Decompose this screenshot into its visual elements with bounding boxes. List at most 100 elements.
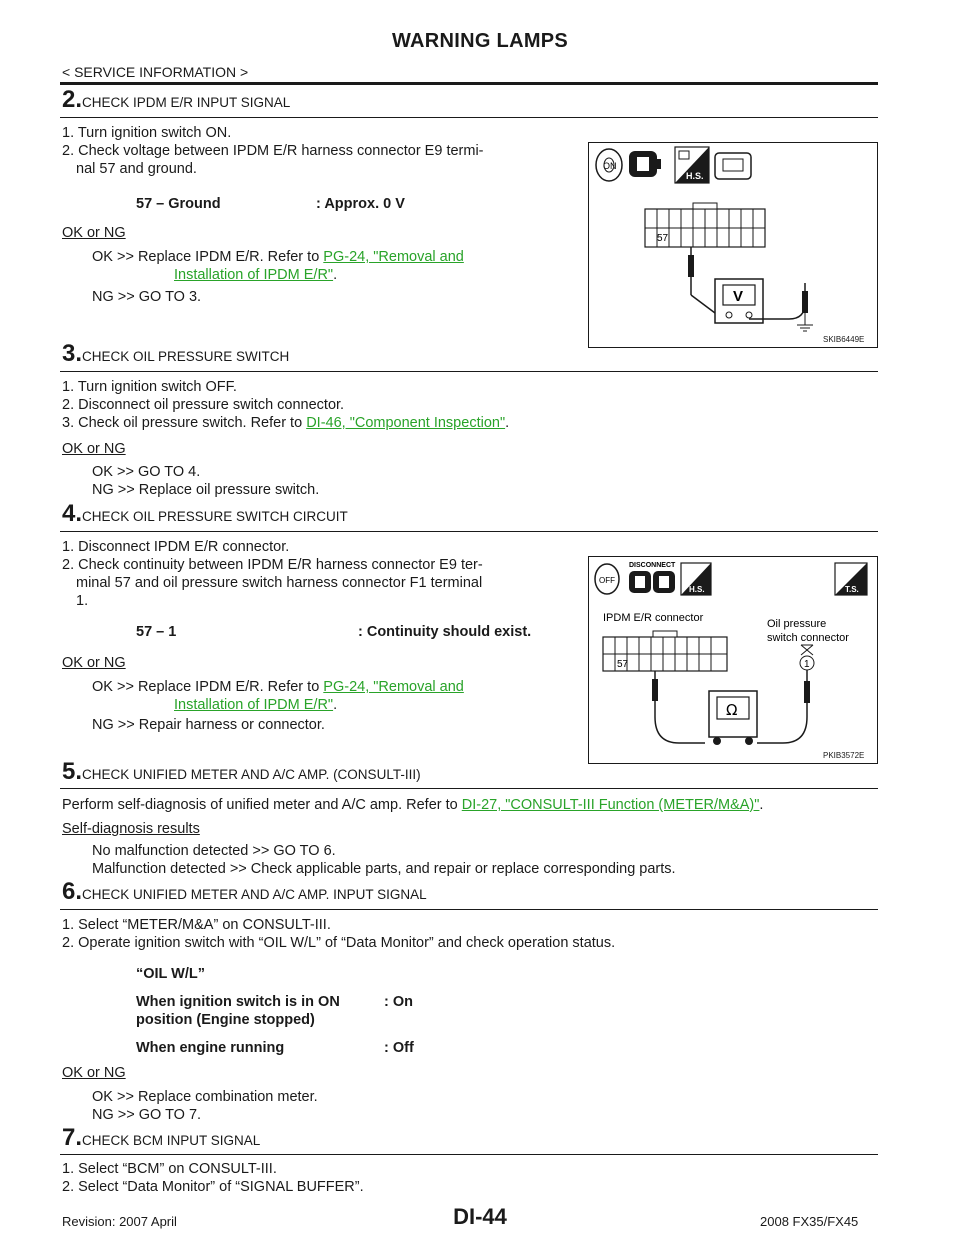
- ng-result: NG >> Replace oil pressure switch.: [92, 482, 320, 498]
- section-subtitle: < SERVICE INFORMATION >: [62, 64, 249, 80]
- step-number: 2.: [62, 86, 83, 113]
- ok-result-cont: Installation of IPDM E/R".: [174, 266, 337, 284]
- ok-result: OK >> GO TO 4.: [92, 464, 201, 480]
- ok-result: OK >> Replace IPDM E/R. Refer to PG-24, …: [92, 248, 578, 266]
- spec-value: : Approx. 0 V: [316, 196, 405, 212]
- ok-ng-heading: OK or NG: [62, 655, 126, 671]
- step-5-heading: 5.CHECK UNIFIED METER AND A/C AMP. (CONS…: [62, 758, 878, 786]
- ok-ng-heading: OK or NG: [62, 441, 126, 457]
- harness-side-icon: H.S.: [674, 146, 710, 184]
- page-title: WARNING LAMPS: [391, 30, 569, 52]
- step-number: 6.: [62, 878, 83, 905]
- svg-text:V: V: [733, 288, 743, 305]
- voltmeter: V: [714, 278, 764, 324]
- step-rule: [60, 117, 878, 118]
- figure-code: PKIB3572E: [823, 751, 865, 760]
- svg-text:Oil pressure: Oil pressure: [767, 618, 826, 630]
- spec-label: 57 – Ground: [136, 196, 221, 212]
- svg-text:DISCONNECT: DISCONNECT: [629, 562, 676, 569]
- ref-link-pg24[interactable]: PG-24, "Removal and: [323, 249, 464, 265]
- condition-label: When engine running: [136, 1040, 285, 1056]
- ok-result-cont: Installation of IPDM E/R".: [174, 696, 337, 714]
- ref-link-pg24-cont[interactable]: Installation of IPDM E/R": [174, 267, 334, 283]
- figure-code: SKIB6449E: [823, 335, 865, 344]
- condition-value: : Off: [384, 1040, 414, 1056]
- period: .: [505, 415, 510, 431]
- ref-link-di46[interactable]: DI-46, "Component Inspection": [306, 415, 506, 431]
- ref-link-di27[interactable]: DI-27, "CONSULT-III Function (METER/M&A)…: [461, 797, 760, 813]
- instruction: minal 57 and oil pressure switch harness…: [76, 575, 483, 591]
- svg-text:IPDM E/R connector: IPDM E/R connector: [603, 612, 704, 624]
- figure-voltage-check: ON H.S.: [588, 142, 878, 348]
- instruction: 2. Operate ignition switch with “OIL W/L…: [62, 935, 616, 951]
- figure-continuity-check: OFF DISCONNECT H.S. T.S. IPDM E/R connec…: [588, 556, 878, 764]
- terminal-side-icon: T.S.: [834, 562, 868, 596]
- svg-text:Ω: Ω: [726, 701, 737, 719]
- step-title: CHECK IPDM E/R INPUT SIGNAL: [82, 95, 291, 110]
- spec-label: 57 – 1: [136, 624, 177, 640]
- condition-label: When ignition switch is in ON: [136, 994, 340, 1010]
- svg-text:T.S.: T.S.: [845, 585, 859, 594]
- svg-text:1: 1: [804, 659, 810, 670]
- ok-result: OK >> Replace IPDM E/R. Refer to PG-24, …: [92, 678, 578, 696]
- step-title: CHECK BCM INPUT SIGNAL: [82, 1133, 261, 1148]
- ohmmeter: Ω: [708, 690, 758, 745]
- ignition-off-icon: OFF: [594, 563, 620, 595]
- step-rule: [60, 1154, 878, 1155]
- connector-outline-icon: [714, 152, 752, 180]
- instruction: nal 57 and ground.: [76, 161, 197, 177]
- condition-value: : On: [384, 994, 413, 1010]
- ok-result: OK >> Replace combination meter.: [92, 1089, 318, 1105]
- svg-text:H.S.: H.S.: [689, 585, 705, 594]
- ng-result: NG >> GO TO 7.: [92, 1107, 202, 1123]
- result-line: Malfunction detected >> Check applicable…: [92, 861, 676, 877]
- step-number: 4.: [62, 500, 83, 527]
- instruction: 3. Check oil pressure switch. Refer to D…: [62, 414, 509, 432]
- svg-text:H.S.: H.S.: [686, 171, 704, 181]
- instruction: 1. Select “METER/M&A” on CONSULT-III.: [62, 917, 331, 933]
- step-rule: [60, 371, 878, 372]
- condition-label: position (Engine stopped): [136, 1012, 315, 1028]
- step-title: CHECK UNIFIED METER AND A/C AMP. (CONSUL…: [82, 767, 421, 782]
- spec-value: : Continuity should exist.: [358, 624, 532, 640]
- connector-icon: [629, 151, 661, 177]
- ok-text: OK >> Replace IPDM E/R. Refer to: [92, 679, 324, 695]
- monitor-item: “OIL W/L”: [136, 966, 206, 982]
- instruction: 1. Turn ignition switch ON.: [62, 125, 232, 141]
- step-rule: [60, 531, 878, 532]
- instruction: 1. Disconnect IPDM E/R connector.: [62, 539, 290, 555]
- disconnect-icon: DISCONNECT: [629, 562, 676, 593]
- svg-text:57: 57: [617, 659, 629, 670]
- model-label: 2008 FX35/FX45: [760, 1214, 859, 1229]
- instruction: 1.: [76, 593, 89, 609]
- instruction: 2. Check voltage between IPDM E/R harnes…: [62, 143, 484, 159]
- instruction: Perform self-diagnosis of unified meter …: [62, 796, 763, 814]
- results-heading: Self-diagnosis results: [62, 821, 200, 837]
- ng-result: NG >> GO TO 3.: [92, 289, 202, 305]
- svg-text:OFF: OFF: [599, 576, 615, 585]
- revision-date: Revision: 2007 April: [62, 1214, 177, 1229]
- step-3-heading: 3.CHECK OIL PRESSURE SWITCH: [62, 340, 878, 368]
- step-title: CHECK OIL PRESSURE SWITCH: [82, 349, 290, 364]
- period: .: [333, 267, 338, 283]
- step-rule: [60, 788, 878, 789]
- instruction-text: Perform self-diagnosis of unified meter …: [62, 797, 462, 813]
- instruction: 2. Check continuity between IPDM E/R har…: [62, 557, 483, 573]
- step-number: 5.: [62, 758, 83, 785]
- ref-link-pg24-cont[interactable]: Installation of IPDM E/R": [174, 697, 334, 713]
- continuity-diagram: OFF DISCONNECT H.S. T.S. IPDM E/R connec…: [594, 562, 868, 745]
- ok-text: OK >> Replace IPDM E/R. Refer to: [92, 249, 324, 265]
- instruction: 1. Turn ignition switch OFF.: [62, 379, 237, 395]
- step-6-heading: 6.CHECK UNIFIED METER AND A/C AMP. INPUT…: [62, 878, 878, 906]
- oil-switch-connector: 1: [799, 644, 815, 671]
- svg-text:switch connector: switch connector: [767, 632, 849, 644]
- ref-link-pg24[interactable]: PG-24, "Removal and: [323, 679, 464, 695]
- step-number: 3.: [62, 340, 83, 367]
- instruction: 1. Select “BCM” on CONSULT-III.: [62, 1161, 277, 1177]
- ng-result: NG >> Repair harness or connector.: [92, 717, 325, 733]
- step-title: CHECK UNIFIED METER AND A/C AMP. INPUT S…: [82, 887, 427, 902]
- svg-text:ON: ON: [603, 161, 617, 171]
- step-title: CHECK OIL PRESSURE SWITCH CIRCUIT: [82, 509, 348, 524]
- ok-ng-heading: OK or NG: [62, 225, 126, 241]
- svg-text:57: 57: [657, 233, 669, 244]
